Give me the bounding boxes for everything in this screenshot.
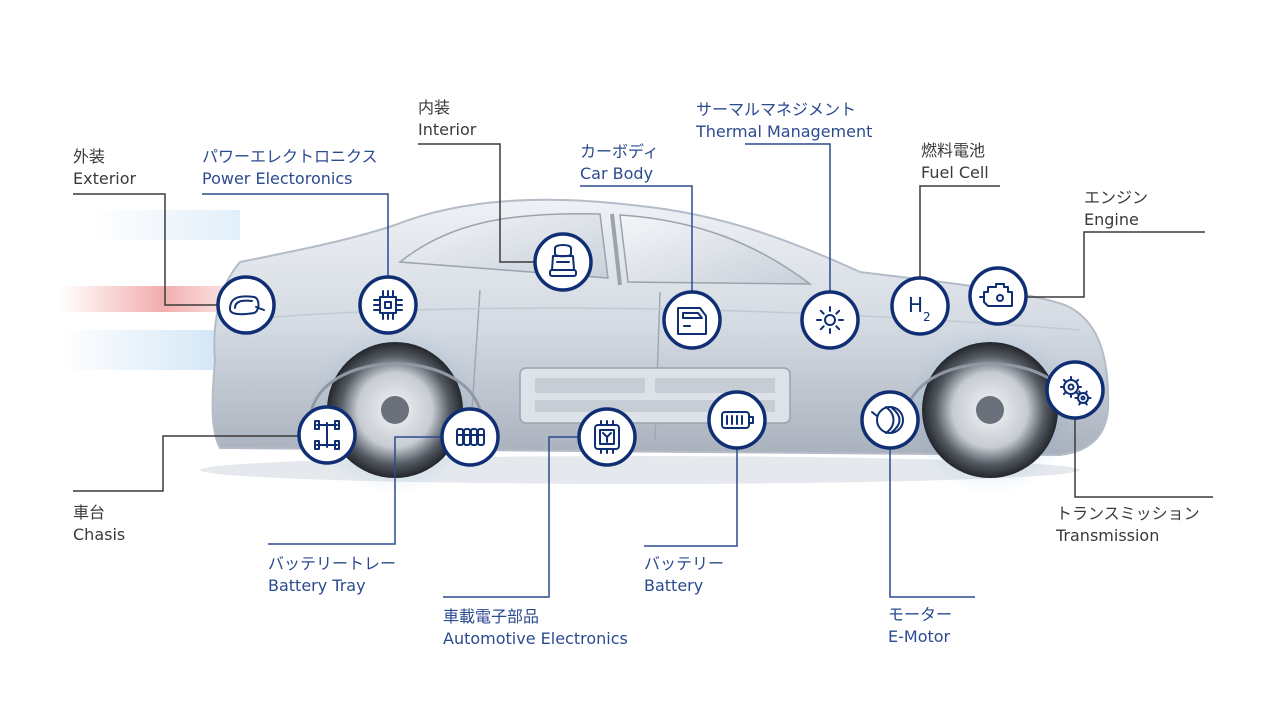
thermal-sun-icon [800, 290, 860, 350]
connector-transmission [1074, 418, 1213, 498]
connector-thermal-management [745, 143, 831, 292]
connector-chasis [73, 435, 299, 492]
connector-automotive-electronics [443, 436, 579, 598]
svg-text:H: H [908, 293, 923, 317]
connector-car-body [580, 185, 693, 292]
speed-streaks [60, 210, 240, 370]
car-seat-icon [533, 232, 593, 292]
connector-engine [1026, 231, 1205, 298]
svg-text:2: 2 [923, 310, 931, 324]
motor-icon [860, 390, 920, 450]
engine-icon [968, 266, 1028, 326]
chassis-frame-icon [297, 405, 357, 465]
connector-exterior [73, 193, 218, 306]
side-mirror-icon [216, 275, 276, 335]
connector-interior [418, 143, 535, 263]
car-door-icon [662, 290, 722, 350]
gears-icon [1045, 360, 1105, 420]
connector-fuel-cell [919, 185, 1000, 278]
battery-cells-icon [440, 407, 500, 467]
connector-battery [644, 448, 738, 547]
connector-e-motor [889, 448, 975, 598]
connector-battery-tray [268, 436, 442, 545]
circuit-chip-icon [358, 275, 418, 335]
microchip-icon [577, 407, 637, 467]
connector-power-electronics [202, 193, 389, 277]
connector-lines [73, 143, 1213, 598]
battery-icon [707, 390, 767, 450]
